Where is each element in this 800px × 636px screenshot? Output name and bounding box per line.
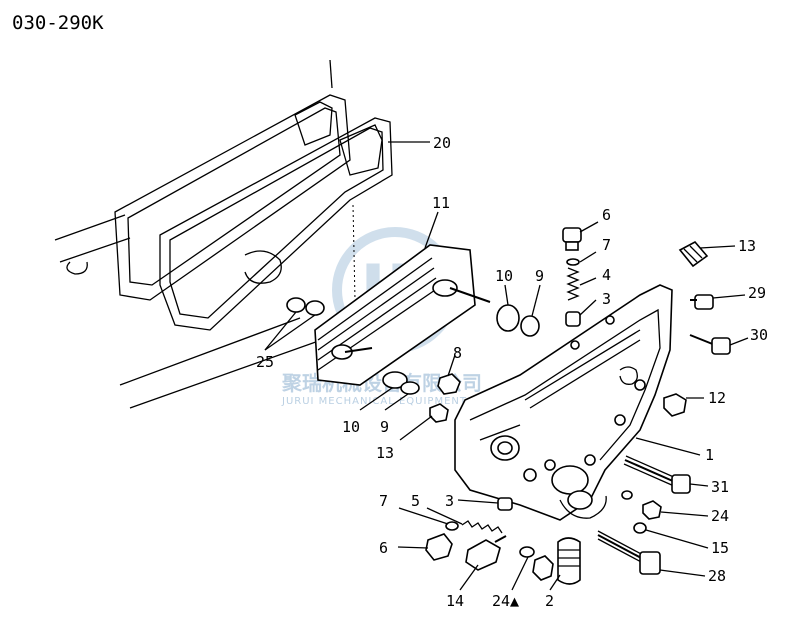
o-ring-24-lower bbox=[519, 546, 535, 558]
callout-9-upper: 9 bbox=[535, 267, 544, 285]
gasket-20 bbox=[159, 117, 393, 331]
callout-10-upper: 10 bbox=[495, 267, 513, 285]
relief-valve-assembly bbox=[562, 227, 582, 327]
plug-8 bbox=[437, 373, 461, 395]
callout-3-upper: 3 bbox=[602, 290, 611, 308]
diagram-title: 030-290K bbox=[12, 12, 104, 34]
callout-labels: 20 11 6 7 4 3 13 29 30 10 9 25 8 10 9 13… bbox=[256, 134, 768, 610]
plug-24-right bbox=[642, 500, 662, 520]
callout-3-lower: 3 bbox=[445, 492, 454, 510]
sensor-14 bbox=[465, 535, 507, 571]
bolt-30 bbox=[689, 334, 731, 355]
callout-12: 12 bbox=[708, 389, 726, 407]
callout-25: 25 bbox=[256, 353, 274, 371]
gasket-plate bbox=[114, 59, 351, 301]
callout-30: 30 bbox=[750, 326, 768, 344]
filter-element-2 bbox=[557, 537, 581, 585]
callout-7-lower: 7 bbox=[379, 492, 388, 510]
callout-28: 28 bbox=[708, 567, 726, 585]
fitting-24 bbox=[532, 555, 554, 581]
o-ring-10-lower bbox=[382, 371, 408, 389]
callout-8: 8 bbox=[453, 344, 462, 362]
callout-7-upper: 7 bbox=[602, 236, 611, 254]
callout-31: 31 bbox=[711, 478, 729, 496]
oil-cooler-housing-1 bbox=[454, 284, 673, 521]
callout-11: 11 bbox=[432, 194, 450, 212]
lower-valve-assembly bbox=[425, 497, 513, 561]
o-ring-9-upper bbox=[520, 315, 540, 337]
callout-24-lower: 24▲ bbox=[492, 592, 519, 610]
callout-13-upper: 13 bbox=[738, 237, 756, 255]
callout-15: 15 bbox=[711, 539, 729, 557]
o-ring-25b bbox=[305, 300, 325, 316]
callout-4: 4 bbox=[602, 266, 611, 284]
o-ring-small bbox=[621, 490, 633, 500]
callout-9-lower: 9 bbox=[380, 418, 389, 436]
oil-cooler-core-11 bbox=[314, 204, 491, 386]
o-ring-10-upper bbox=[496, 304, 520, 332]
bolt-31 bbox=[623, 455, 691, 494]
callout-5: 5 bbox=[411, 492, 420, 510]
bolt-28 bbox=[597, 530, 661, 575]
o-ring-25a bbox=[286, 297, 306, 313]
callout-24-right: 24 bbox=[711, 507, 729, 525]
callout-10-lower: 10 bbox=[342, 418, 360, 436]
bolt-29 bbox=[690, 294, 714, 310]
callout-1: 1 bbox=[705, 446, 714, 464]
plug-12 bbox=[663, 393, 687, 417]
callout-6-upper: 6 bbox=[602, 206, 611, 224]
callout-6-lower: 6 bbox=[379, 539, 388, 557]
watermark-company-en: JURUI MECHANICAL EQUIPMENT CO.,LTD bbox=[281, 396, 517, 407]
plug-13-upper bbox=[678, 240, 709, 268]
callout-13-lower: 13 bbox=[376, 444, 394, 462]
leader-lines bbox=[264, 141, 749, 591]
callout-14: 14 bbox=[446, 592, 464, 610]
washer-15 bbox=[633, 522, 647, 534]
callout-2: 2 bbox=[545, 592, 554, 610]
callout-29: 29 bbox=[748, 284, 766, 302]
callout-20: 20 bbox=[433, 134, 451, 152]
plug-13-lower bbox=[429, 403, 449, 423]
o-ring-9-lower bbox=[400, 381, 420, 395]
